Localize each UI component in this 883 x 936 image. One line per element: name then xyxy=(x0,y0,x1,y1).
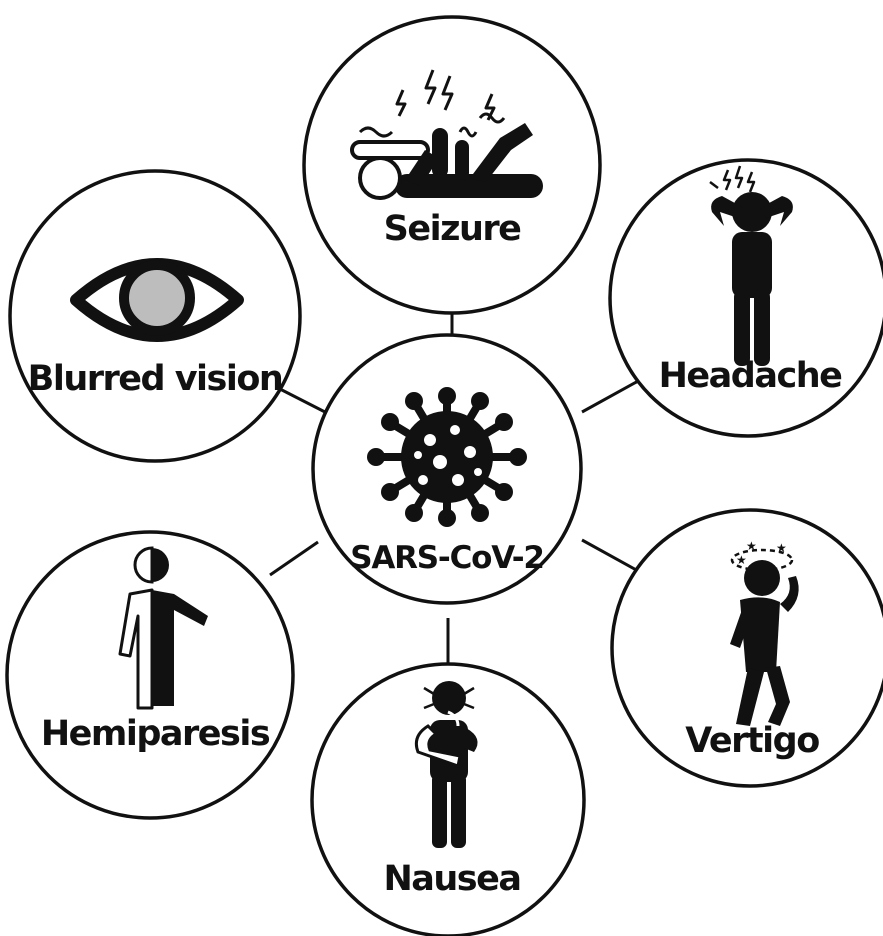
vertigo-icon: ★ ★ ★ xyxy=(730,539,799,726)
nausea-circle xyxy=(310,662,586,936)
connector-vertigo xyxy=(581,538,641,574)
seizure-label: Seizure xyxy=(384,209,521,249)
connector-headache xyxy=(581,378,641,414)
blurred-vision-label: Blurred vision xyxy=(28,359,283,399)
hemiparesis-label: Hemiparesis xyxy=(41,714,270,754)
connector-hemiparesis xyxy=(269,540,319,577)
eye-icon xyxy=(70,258,244,342)
connector-blurred-vision xyxy=(277,386,326,414)
nausea-icon xyxy=(414,681,478,848)
headache-label: Headache xyxy=(659,356,842,396)
virus-icon xyxy=(367,387,527,527)
seizure-circle xyxy=(302,15,602,315)
center-label: SARS-CoV-2 xyxy=(350,540,544,576)
seizure-icon xyxy=(350,69,543,200)
vertigo-label: Vertigo xyxy=(685,721,819,761)
hemiparesis-icon xyxy=(118,546,208,710)
svg-text:★: ★ xyxy=(746,539,757,553)
headache-icon xyxy=(709,165,793,366)
nausea-label: Nausea xyxy=(383,859,520,899)
connectors xyxy=(269,310,641,668)
svg-text:★: ★ xyxy=(776,541,787,555)
svg-text:★: ★ xyxy=(736,553,747,567)
